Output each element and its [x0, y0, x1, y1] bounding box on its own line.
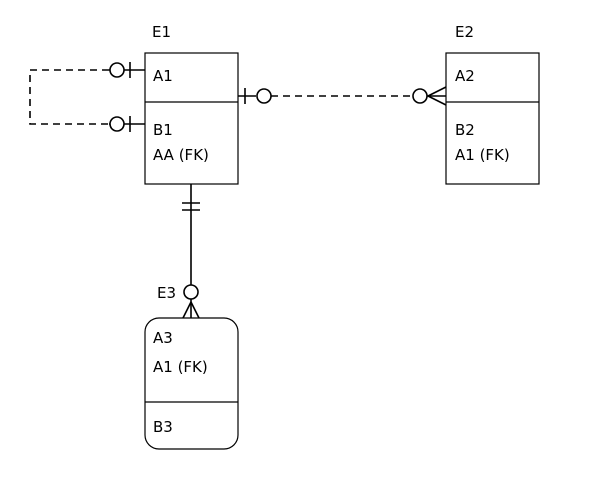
entity-e3-key-attribute: A3	[153, 329, 173, 347]
entity-e1-attribute: AA (FK)	[153, 146, 209, 164]
entity-e2-title: E2	[455, 23, 474, 41]
entity-e1-title: E1	[152, 23, 171, 41]
e1-e3-relationship[interactable]	[182, 184, 200, 319]
entity-e2-attribute: A1 (FK)	[455, 146, 510, 164]
entity-e2-attribute: B2	[455, 121, 475, 139]
entity-e3-box	[144, 317, 239, 450]
entity-e2-key-attribute: A2	[455, 67, 475, 85]
entity-e1-key-attribute: A1	[153, 67, 173, 85]
e1-e2-relationship[interactable]	[238, 86, 447, 106]
e1-recursive-relationship[interactable]	[29, 62, 145, 132]
entity-e1-attribute: B1	[153, 121, 173, 139]
entity-e3-attribute: B3	[153, 418, 173, 436]
entity-e2-box	[445, 52, 540, 185]
entity-e3[interactable]: E3 A3 A1 (FK) B3	[144, 284, 239, 450]
entity-e3-key-attribute: A1 (FK)	[153, 358, 208, 376]
entity-e1[interactable]: E1 A1 B1 AA (FK)	[144, 23, 239, 185]
entity-e3-title: E3	[157, 284, 176, 302]
entity-e2[interactable]: E2 A2 B2 A1 (FK)	[445, 23, 540, 185]
entity-e1-box	[144, 52, 239, 185]
